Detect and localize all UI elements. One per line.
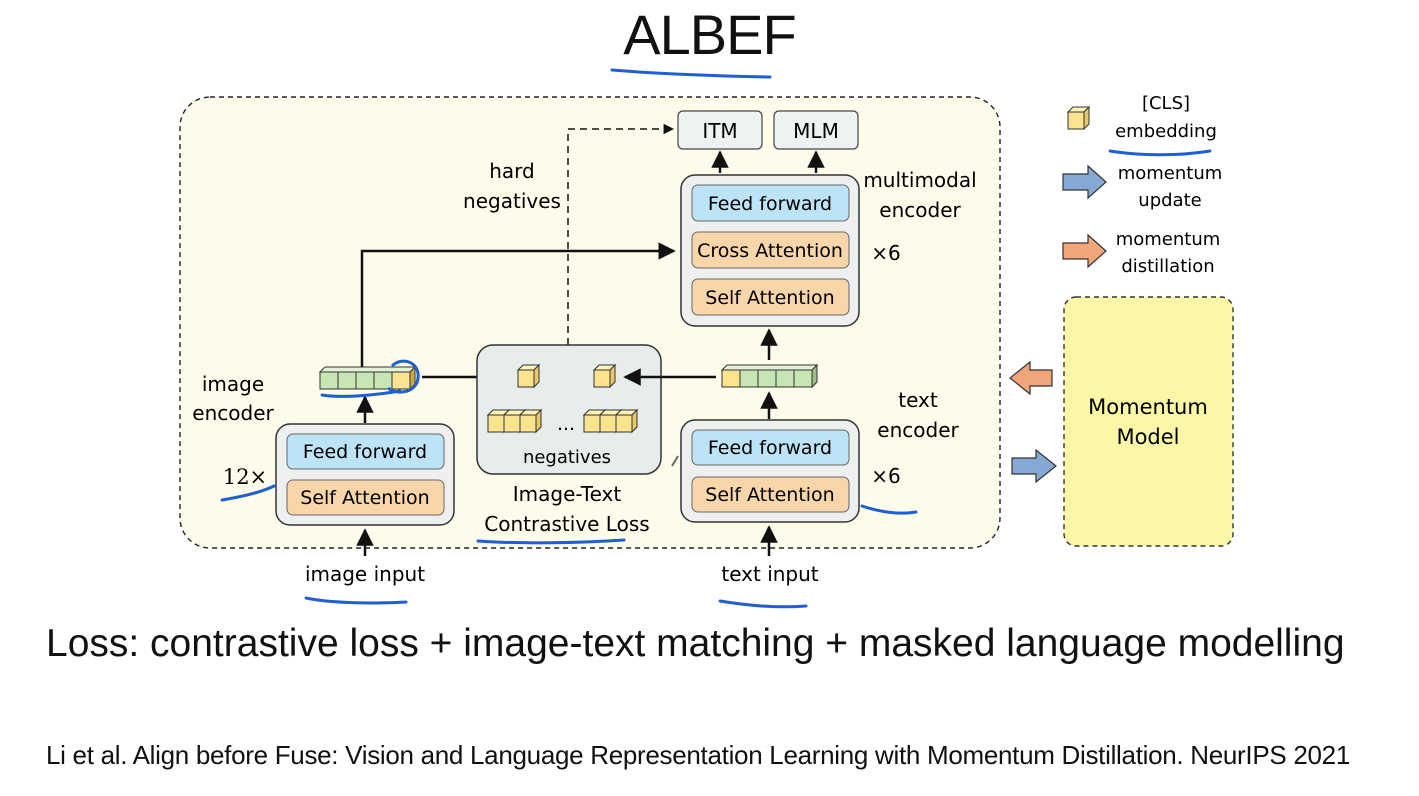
legend-update-label-1: momentum (1118, 163, 1223, 184)
mm-cross-attention-label: Cross Attention (697, 240, 843, 262)
contrastive-label-2: Contrastive Loss (484, 512, 649, 536)
slide-title: ALBEF (623, 3, 796, 66)
img-self-attention-label: Self Attention (300, 487, 429, 509)
negatives-label: negatives (523, 447, 611, 468)
legend-distillation-arrow-icon (1062, 233, 1107, 269)
legend-cls-cube (1067, 106, 1090, 130)
img-repeat-label: 12× (223, 465, 267, 489)
pencil-cursor-icon (671, 455, 679, 467)
image-to-multimodal-arrow (360, 242, 676, 367)
txt-feed-forward (691, 429, 850, 466)
legend-distillation-label-2: distillation (1121, 256, 1214, 277)
mm-cross-attention (691, 231, 850, 269)
mm-feed-forward-label: Feed forward (708, 193, 832, 215)
mlm-label: MLM (793, 119, 839, 143)
img-feed-forward (286, 433, 445, 470)
itm-head (677, 110, 763, 150)
itm-label: ITM (702, 119, 737, 143)
negative-text-cubes (583, 409, 638, 433)
text-encoder-label-2: encoder (877, 418, 959, 442)
txt-repeat-label: ×6 (871, 464, 900, 488)
negative-image-cubes (487, 409, 542, 433)
legend-distillation-label-1: momentum (1116, 229, 1221, 250)
momentum-model-label-2: Model (1116, 425, 1179, 449)
mm-repeat-label: ×6 (871, 241, 900, 265)
txt-self-attention (691, 476, 850, 513)
mm-self-attention-label: Self Attention (705, 287, 834, 309)
image-token-strip (318, 365, 417, 391)
hard-negatives-label-2: negatives (463, 189, 561, 213)
txt-feed-forward-label: Feed forward (708, 437, 832, 459)
legend-update-label-2: update (1138, 190, 1201, 211)
distillation-arrow-icon (1009, 360, 1053, 396)
img-self-attention (286, 479, 445, 516)
hard-negatives-label-1: hard (489, 159, 535, 183)
legend-cls-label-2: embedding (1115, 121, 1217, 142)
update-arrow-icon (1011, 448, 1057, 484)
text-cls-cube (593, 364, 616, 388)
momentum-model-box (1063, 296, 1234, 547)
image-cls-cube (517, 364, 540, 388)
mm-feed-forward (691, 184, 850, 222)
momentum-model-label-1: Momentum (1088, 395, 1208, 419)
negatives-ellipsis: ... (557, 413, 575, 435)
multimodal-encoder-label-1: multimodal (863, 168, 976, 192)
reference-citation: Li et al. Align before Fuse: Vision and … (46, 740, 1350, 770)
text-encoder-label-1: text (898, 388, 938, 412)
text-input-label: text input (721, 562, 818, 586)
hard-negatives-arrow (567, 123, 675, 345)
underline-annotations (220, 68, 1212, 609)
mm-self-attention (691, 278, 850, 316)
legend-update-arrow-icon (1062, 164, 1107, 200)
loss-caption: Loss: contrastive loss + image-text matc… (46, 622, 1345, 665)
contrastive-label-1: Image-Text (513, 482, 622, 506)
txt-self-attention-label: Self Attention (705, 484, 834, 506)
img-feed-forward-label: Feed forward (303, 441, 427, 463)
image-encoder-label-2: encoder (192, 401, 274, 425)
legend-cls-label-1: [CLS] (1142, 93, 1190, 114)
image-encoder-label-1: image (202, 372, 264, 396)
mlm-head (773, 110, 859, 150)
image-input-label: image input (305, 562, 425, 586)
text-token-strip (720, 363, 819, 389)
multimodal-encoder-label-2: encoder (879, 198, 961, 222)
